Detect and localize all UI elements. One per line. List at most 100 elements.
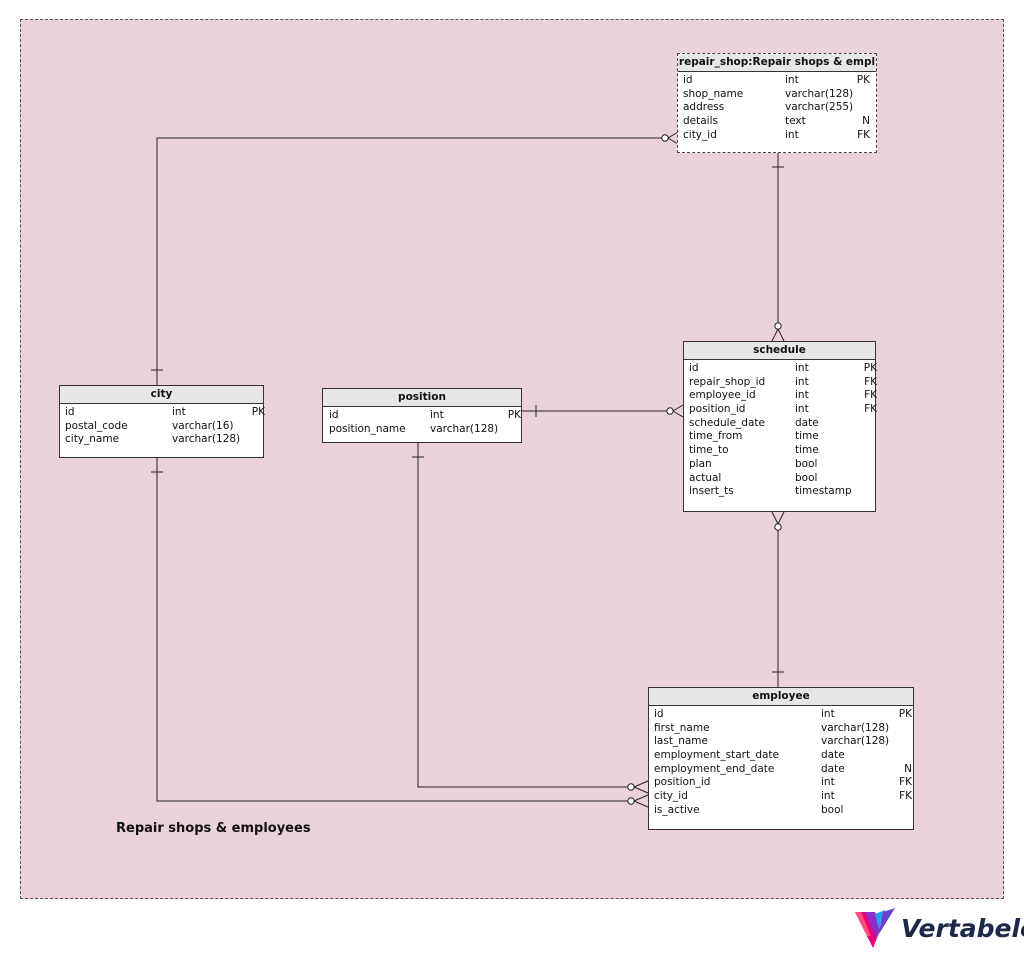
column-row[interactable]: plan bool (684, 458, 875, 472)
column-type: int (785, 74, 799, 86)
column-name: city_id (683, 128, 717, 141)
column-type: varchar(128) (821, 735, 890, 748)
column-key: PK (863, 362, 877, 374)
column-row[interactable]: city_name varchar(128) (60, 433, 263, 447)
column-type: bool (795, 471, 818, 484)
table-title: employee (649, 688, 913, 706)
column-name: plan (689, 457, 712, 470)
column-type: int (795, 362, 809, 374)
column-type: varchar(255) (785, 101, 854, 114)
column-row[interactable]: shop_name varchar(128) (678, 88, 876, 102)
brand-name: Vertabelo (901, 914, 1024, 943)
column-row[interactable]: employment_start_date date (649, 749, 913, 763)
column-row[interactable]: id int PK (684, 362, 877, 376)
column-name: city_name (65, 433, 120, 446)
column-name: repair_shop_id (689, 375, 766, 388)
column-key: PK (898, 708, 912, 720)
column-key: N (904, 762, 912, 775)
column-type: int (795, 389, 809, 402)
column-name: employment_end_date (654, 762, 775, 775)
column-name: id (689, 362, 699, 374)
column-type: date (821, 749, 845, 762)
column-type: varchar(128) (785, 87, 854, 100)
column-row[interactable]: postal_code varchar(16) (60, 420, 263, 434)
column-name: id (683, 74, 693, 86)
column-type: int (821, 790, 835, 803)
column-row[interactable]: address varchar(255) (678, 101, 876, 115)
column-type: int (795, 375, 809, 388)
column-name: schedule_date (689, 416, 765, 429)
column-row[interactable]: employment_end_date date N (649, 763, 913, 777)
column-key: FK (864, 403, 877, 416)
column-type: int (172, 406, 186, 418)
column-name: postal_code (65, 419, 128, 432)
column-name: id (329, 409, 339, 421)
column-row[interactable]: is_active bool (649, 804, 913, 818)
rel-employee-schedule (771, 511, 785, 687)
rel-city-repair-shop (151, 131, 679, 385)
column-name: first_name (654, 721, 710, 734)
column-name: id (65, 406, 75, 418)
rel-position-schedule (522, 404, 684, 418)
column-type: date (821, 762, 845, 775)
column-row[interactable]: first_name varchar(128) (649, 722, 913, 736)
column-type: time (795, 444, 819, 457)
table-title: city (60, 386, 263, 404)
column-name: address (683, 101, 725, 114)
column-row[interactable]: employee_id int FK (684, 389, 877, 403)
column-type: int (430, 409, 444, 421)
column-row[interactable]: actual bool (684, 472, 875, 486)
column-name: actual (689, 471, 722, 484)
column-row[interactable]: insert_ts timestamp (684, 485, 875, 499)
column-type: bool (821, 803, 844, 816)
column-row[interactable]: repair_shop_id int FK (684, 375, 877, 390)
column-name: details (683, 115, 718, 128)
column-name: employee_id (689, 389, 756, 402)
subject-area-label: Repair shops & employees (116, 821, 311, 836)
column-name: city_id (654, 790, 688, 803)
column-name: id (654, 708, 664, 720)
column-name: insert_ts (689, 485, 734, 498)
column-name: last_name (654, 735, 708, 748)
column-type: varchar(128) (821, 721, 890, 734)
column-type: varchar(128) (430, 422, 499, 435)
column-type: varchar(16) (172, 419, 234, 432)
vertabelo-logo: Vertabelo (853, 908, 1024, 950)
column-key: FK (864, 389, 877, 402)
table-title: position (323, 389, 521, 407)
column-row[interactable]: last_name varchar(128) (649, 735, 913, 749)
column-type: int (785, 128, 799, 141)
rel-repair-shop-schedule (771, 153, 785, 342)
column-name: employment_start_date (654, 749, 780, 762)
column-type: varchar(128) (172, 433, 241, 446)
column-name: time_from (689, 430, 743, 443)
column-name: shop_name (683, 87, 744, 100)
column-key: FK (864, 375, 877, 388)
column-type: timestamp (795, 485, 852, 498)
column-type: bool (795, 457, 818, 470)
column-key: N (862, 115, 870, 128)
column-name: is_active (654, 803, 700, 816)
